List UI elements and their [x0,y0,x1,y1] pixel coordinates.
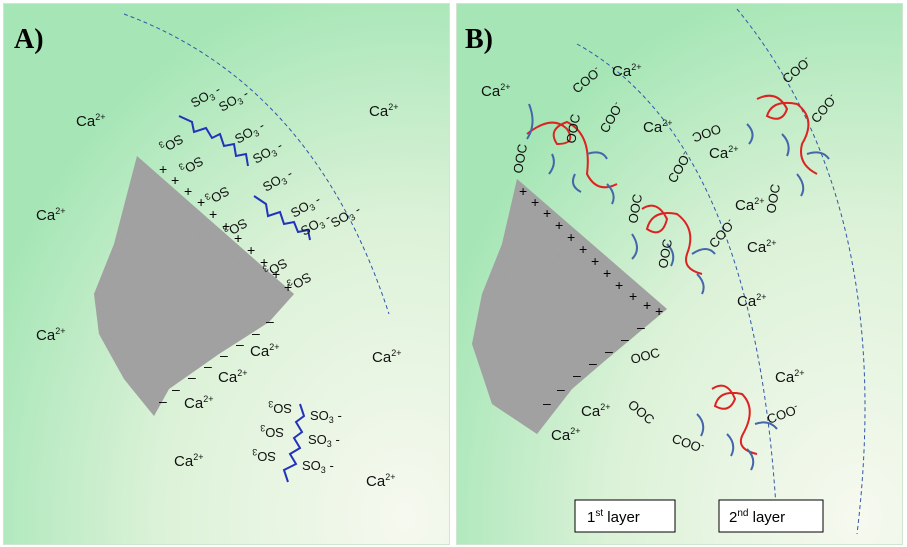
plus-sign: + [234,230,242,246]
second-layer-label: 2nd layer [718,499,824,533]
plus-sign: + [531,194,539,210]
plus-sign: + [643,297,651,313]
svg-text:1st layer: 1st layer [587,508,640,526]
positive-surface-charges: + + + + + + + + + + + [159,161,292,295]
minus-sign: – [220,347,228,363]
plus-sign: + [519,183,527,199]
minus-sign: – [204,358,212,374]
calcium-ion: Ca2+ [372,348,401,366]
calcium-ion: Ca2+ [481,82,510,100]
minus-sign: – [589,355,597,371]
calcium-ion: Ca2+ [184,394,213,412]
plus-sign: + [591,253,599,269]
cement-particle [94,156,294,416]
sulfonate-group-inverted: SO3 [260,423,284,440]
plus-sign: + [543,205,551,221]
plus-sign: + [272,266,280,282]
calcium-ion: Ca2+ [218,368,247,386]
calcium-ion: Ca2+ [612,62,641,80]
calcium-ion: Ca2+ [36,326,65,344]
plus-sign: + [284,279,292,295]
carboxylate-group-inverted: OOC [763,183,783,215]
calcium-ions-a: Ca2+ Ca2+ Ca2+ Ca2+ Ca2+ Ca2+ Ca2+ Ca2+ … [36,102,401,490]
carboxylate-group-inverted: OOC [655,238,675,270]
calcium-ion: Ca2+ [643,118,672,136]
calcium-ion: Ca2+ [36,206,65,224]
plus-sign: + [184,183,192,199]
plus-sign: + [171,172,179,188]
plus-sign: + [260,254,268,270]
panel-a-label: A) [14,24,44,55]
sulfonate-group-inverted: SO3 [268,399,292,416]
minus-sign: – [188,369,196,385]
minus-sign: – [605,343,613,359]
svg-text:2nd layer: 2nd layer [729,508,785,526]
panel-b-diagram: + + + + + + + + + + + + – – – – – – – [457,4,902,544]
calcium-ions-b: Ca2+ Ca2+ Ca2+ Ca2+ Ca2+ Ca2+ Ca2+ Ca2+ … [481,62,804,444]
calcium-ion: Ca2+ [250,342,279,360]
comb-polymer [696,384,778,471]
minus-sign: – [557,381,565,397]
plus-sign: + [555,217,563,233]
minus-sign: – [266,313,274,329]
comb-polymer [526,103,618,205]
calcium-ion: Ca2+ [709,144,738,162]
minus-sign: – [573,367,581,383]
carboxylate-group-inverted: OOC [563,113,583,145]
minus-sign: – [621,331,629,347]
sulfonate-group: SO3 - [302,458,334,475]
calcium-ion: Ca2+ [735,196,764,214]
calcium-ion: Ca2+ [369,102,398,120]
comb-polymer [631,204,716,295]
plus-sign: + [579,241,587,257]
panel-a-diagram: + + + + + + + + + + + – – – – – – – – Ca… [4,4,449,544]
plus-sign: + [603,265,611,281]
plus-sign: + [615,277,623,293]
minus-sign: – [172,381,180,397]
calcium-ion: Ca2+ [775,368,804,386]
panel-b-label: B) [465,24,493,55]
comb-polymer [746,94,830,197]
carboxylate-group-inverted: OOC [629,345,661,367]
minus-sign: – [252,325,260,341]
plus-sign: + [159,161,167,177]
panel-b: + + + + + + + + + + + + – – – – – – – [456,3,903,545]
plus-sign: + [655,303,663,319]
plus-sign: + [209,206,217,222]
minus-sign: – [543,395,551,411]
panel-a: + + + + + + + + + + + – – – – – – – – Ca… [3,3,450,545]
carboxylate-group-inverted: OOC [510,143,530,175]
adsorption-shell-dashed-line [123,13,390,315]
plus-sign: + [197,194,205,210]
sulfonate-group: SO3 - [308,432,340,449]
calcium-ion: Ca2+ [366,472,395,490]
negative-surface-charges: – – – – – – – – [159,313,274,409]
carboxylate-group-inverted: OOC [625,193,645,225]
negative-surface-charges: – – – – – – – [543,319,645,411]
sulfonate-group: SO3 - [310,408,342,425]
plus-sign: + [567,229,575,245]
calcium-ion: Ca2+ [76,112,105,130]
sulfonate-polymer-backbones [178,115,311,483]
calcium-ion: Ca2+ [737,292,766,310]
polycarboxylate-polymers [526,94,830,471]
plus-sign: + [247,242,255,258]
first-layer-label: 1st layer [574,499,676,533]
calcium-ion: Ca2+ [581,402,610,420]
calcium-ion: Ca2+ [551,426,580,444]
calcium-ion: Ca2+ [747,238,776,256]
positive-surface-charges: + + + + + + + + + + + + [519,183,663,319]
sulfonate-group-inverted: SO3 [252,447,276,464]
calcium-ion: Ca2+ [174,452,203,470]
plus-sign: + [222,218,230,234]
minus-sign: – [637,319,645,335]
plus-sign: + [629,288,637,304]
minus-sign: – [159,393,167,409]
minus-sign: – [236,336,244,352]
cement-particle [472,179,667,434]
second-layer-boundary [736,8,866,535]
